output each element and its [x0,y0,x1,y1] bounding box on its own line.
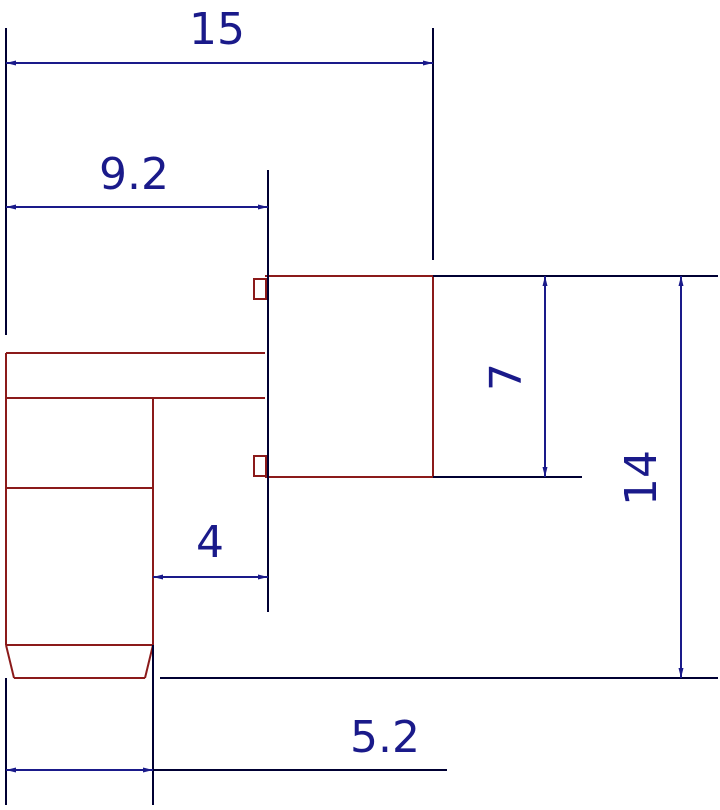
dim-label-4: 4 [196,517,224,568]
lower-notch [253,455,267,477]
part-outline [5,275,434,679]
dim-label-7: 7 [481,363,532,391]
foot-right-chamfer [144,644,154,679]
foot-left-chamfer [5,644,15,679]
dimension-lines [6,60,684,773]
dim-label-5-2: 5.2 [350,712,420,763]
upper-notch [253,278,267,300]
dim-label-15: 15 [189,4,245,55]
extension-lines [5,28,718,805]
dim-label-14: 14 [616,450,667,506]
dim-label-9-2: 9.2 [99,149,169,200]
